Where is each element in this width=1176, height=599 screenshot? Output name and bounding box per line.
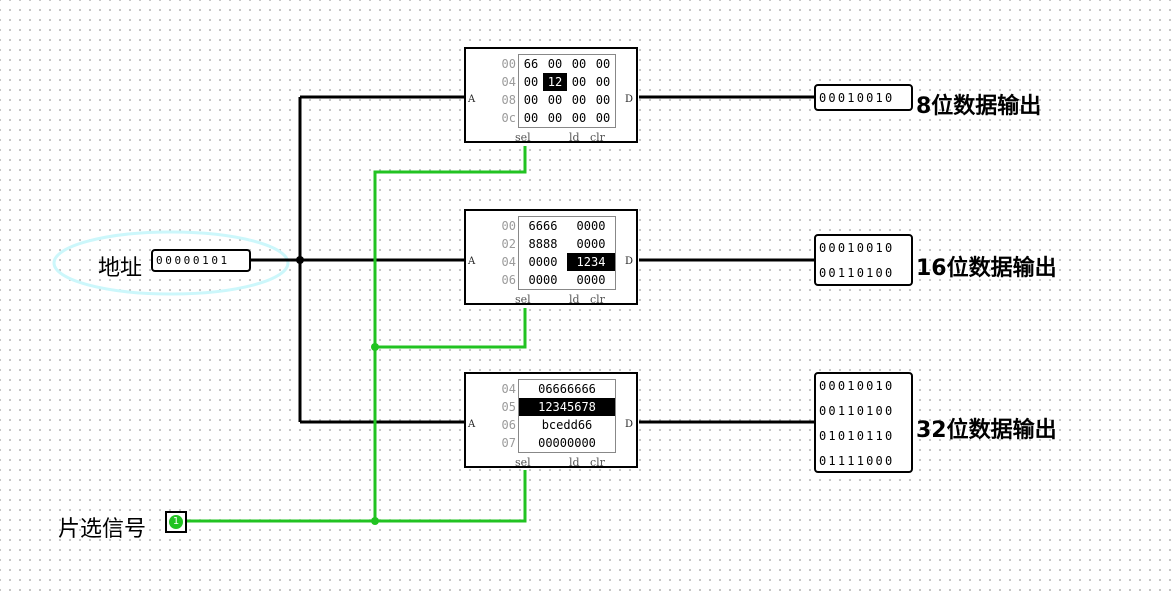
ram32-address-label: 07 [501, 436, 516, 450]
ram16-memory-row: 6666 0000 [519, 217, 615, 235]
ram16-address-label: 00 [501, 219, 516, 233]
out16-bit-row: 00010010 [819, 241, 895, 255]
ram32-address-label: 05 [501, 400, 516, 414]
address-highlight-ellipse [52, 230, 290, 296]
chip-select-label: 片选信号 [58, 517, 147, 542]
ram8-memory-row: 00 00 00 00 [519, 91, 615, 109]
ram-32bit-ld-pin: ld [569, 456, 580, 469]
ram8-memory-cell[interactable]: 00 [571, 111, 587, 125]
ram32-memory-cell[interactable]: 06666666 [538, 382, 596, 396]
address-bus [250, 95, 465, 424]
ram16-address-label: 04 [501, 255, 516, 269]
address-bus-junction [296, 256, 304, 264]
ram8-memory-cell[interactable]: 00 [523, 93, 539, 107]
ram16-memory-cell[interactable]: 0000 [528, 255, 558, 269]
output-label-32bit: 32位数据输出 [916, 418, 1057, 443]
ram-32bit-clr-pin: clr [590, 456, 605, 469]
ram8-address-label: 08 [501, 93, 516, 107]
ram32-memory-row: 12345678 [519, 398, 615, 416]
ram-32bit-sel-pin: sel [515, 456, 531, 469]
ram8-address-label: 04 [501, 75, 516, 89]
ram-8bit-ld-pin: ld [569, 131, 580, 144]
output-label-8bit: 8位数据输出 [916, 94, 1042, 119]
ram32-memory-row: 06666666 [519, 380, 615, 398]
output-label-16bit: 16位数据输出 [916, 256, 1057, 281]
ram16-memory-cell[interactable]: 0000 [576, 219, 606, 233]
out8-bit-row: 00010010 [819, 91, 895, 105]
chip-select-toggle[interactable]: 1 [165, 511, 187, 533]
ram-8bit-addr-pin: A [468, 94, 476, 105]
ram16-memory-cell[interactable]: 8888 [528, 237, 558, 251]
ram16-address-label: 06 [501, 273, 516, 287]
ram8-memory-cell[interactable]: 00 [571, 75, 587, 89]
ram16-memory-cell[interactable]: 0000 [576, 273, 606, 287]
ram-16bit-sel-pin: sel [515, 293, 531, 306]
ram32-memory-row: 00000000 [519, 434, 615, 452]
address-value: 00000101 [156, 254, 230, 267]
ram-16bit-ld-pin: ld [569, 293, 580, 306]
ram8-address-label: 00 [501, 57, 516, 71]
ram8-memory-cell[interactable]: 00 [595, 75, 611, 89]
ram8-memory-cell[interactable]: 00 [571, 57, 587, 71]
ram-16bit-addr-pin: A [468, 256, 476, 267]
address-input[interactable]: 00000101 [151, 249, 251, 272]
ram-16bit-data-pin: D [624, 256, 633, 267]
ram16-address-label: 02 [501, 237, 516, 251]
ram8-memory-cell[interactable]: 66 [523, 57, 539, 71]
ram8-memory-cell[interactable]: 00 [523, 111, 539, 125]
out32-bit-row: 01010110 [819, 429, 895, 443]
ram8-memory-row: 66 00 00 00 [519, 55, 615, 73]
address-label: 地址 [98, 256, 143, 281]
select-junction-1 [371, 343, 379, 351]
ram-32bit-addr-pin: A [468, 419, 476, 430]
ram-32bit-data-pin: D [624, 419, 633, 430]
output-probe-16bit: 00010010 00110100 [814, 234, 913, 286]
ram8-memory-cell[interactable]: 00 [547, 111, 563, 125]
out32-bit-row: 00110100 [819, 404, 895, 418]
ram8-memory-cell[interactable]: 00 [595, 57, 611, 71]
ram16-memory-cell[interactable]: 0000 [528, 273, 558, 287]
ram32-memory-cell[interactable]: bcedd66 [541, 418, 593, 432]
data-output-wires [639, 95, 814, 424]
output-probe-32bit: 00010010 00110100 01010110 01111000 [814, 372, 913, 473]
ram16-memory-cell[interactable]: 0000 [576, 237, 606, 251]
ram8-memory-cell[interactable]: 00 [523, 75, 539, 89]
ram8-memory-cell[interactable]: 12 [543, 73, 567, 91]
ram32-memory-cell[interactable]: 12345678 [519, 398, 615, 416]
ram32-memory-cell[interactable]: 00000000 [538, 436, 596, 450]
ram8-memory-cell[interactable]: 00 [571, 93, 587, 107]
ram8-memory-cell[interactable]: 00 [595, 93, 611, 107]
ram8-memory-cell[interactable]: 00 [595, 111, 611, 125]
ram32-address-label: 06 [501, 418, 516, 432]
ram16-memory-row: 0000 1234 [519, 253, 615, 271]
ram16-memory-row: 8888 0000 [519, 235, 615, 253]
ram8-memory-cell[interactable]: 00 [547, 93, 563, 107]
ram8-memory-row: 00 12 00 00 [519, 73, 615, 91]
ram16-memory-cell[interactable]: 1234 [567, 253, 615, 271]
ram8-memory-cell[interactable]: 00 [547, 57, 563, 71]
out32-bit-row: 01111000 [819, 454, 895, 468]
ram16-memory-cell[interactable]: 6666 [528, 219, 558, 233]
ram-8bit-sel-pin: sel [515, 131, 531, 144]
ram-32bit[interactable]: A D 04 05 06 07 06666666 12345678 bcedd66 0000… [464, 372, 638, 469]
output-probe-8bit: 00010010 [814, 84, 913, 111]
ram-8bit-clr-pin: clr [590, 131, 605, 144]
ram32-address-label: 04 [501, 382, 516, 396]
chip-select-led: 1 [169, 515, 183, 529]
ram-8bit-data-pin: D [624, 94, 633, 105]
ram-16bit-clr-pin: clr [590, 293, 605, 306]
ram8-memory-row: 00 00 00 00 [519, 109, 615, 127]
select-junction-2 [371, 517, 379, 525]
out16-bit-row: 00110100 [819, 266, 895, 280]
ram8-address-label: 0c [501, 111, 516, 125]
ram16-memory-row: 0000 0000 [519, 271, 615, 289]
out32-bit-row: 00010010 [819, 379, 895, 393]
ram32-memory-row: bcedd66 [519, 416, 615, 434]
